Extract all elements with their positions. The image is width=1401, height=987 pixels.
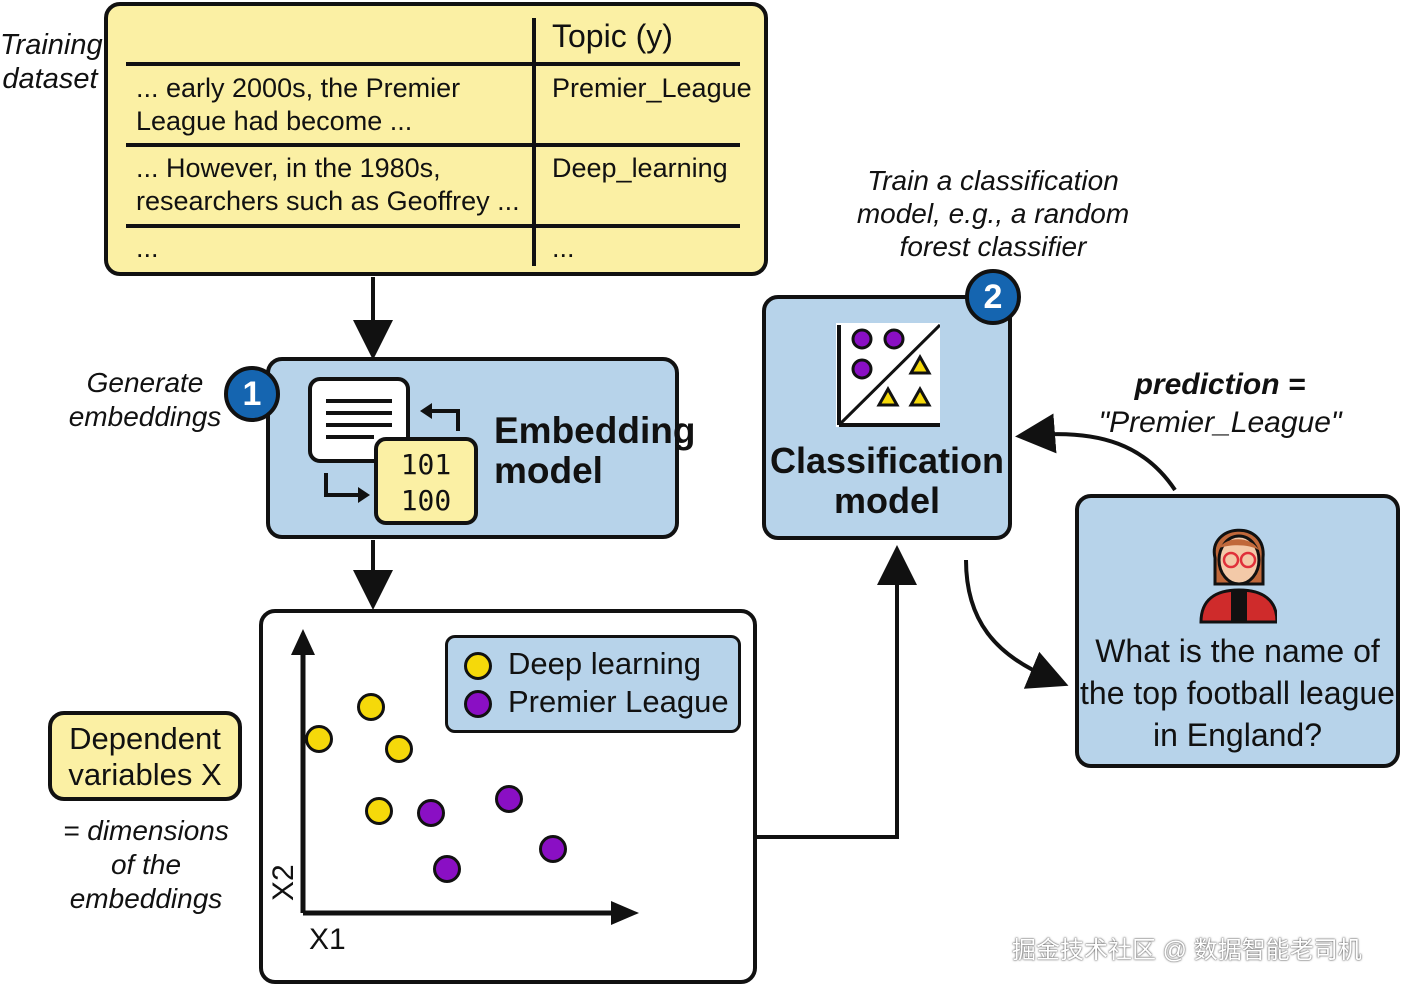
- legend-swatch-deep-learning: [464, 652, 492, 680]
- caption2-line1: Train a classification: [867, 165, 1119, 196]
- table-row-3-topic: ...: [552, 233, 575, 263]
- embedding-scatter-panel: X2 X1 Deep learning Premier League: [259, 609, 757, 984]
- table-row-1-topic: Premier_League: [552, 73, 752, 103]
- binary-vector-icon: 101 100: [374, 437, 478, 525]
- point-premier-league: [433, 855, 461, 883]
- training-label-line1: Training: [0, 29, 103, 61]
- note-line2: of the: [110, 849, 182, 880]
- classification-model-title: Classification model: [766, 441, 1008, 521]
- x-axis-label: X1: [309, 923, 346, 956]
- caption2-line3: forest classifier: [899, 231, 1087, 262]
- prediction-line1: prediction =: [1134, 368, 1306, 401]
- point-premier-league: [495, 785, 523, 813]
- legend-swatch-premier-league: [464, 690, 492, 718]
- table-row-rule-2: [126, 224, 740, 228]
- query-line1: What is the name of: [1095, 633, 1380, 669]
- arrow-scatter-to-classifier: [757, 545, 917, 839]
- note-line3: embeddings: [69, 883, 223, 914]
- embedding-title-line2: model: [494, 450, 603, 491]
- classification-title-line2: model: [833, 480, 940, 521]
- arrow-query-to-classifier: [1015, 413, 1177, 492]
- table-header-topic: Topic (y): [552, 18, 673, 54]
- query-line2: the top football league: [1080, 675, 1395, 711]
- scatter-axes: [291, 629, 639, 925]
- dependent-line2: variables X: [68, 757, 222, 792]
- point-premier-league: [539, 835, 567, 863]
- conversion-arrows-icon: [324, 403, 460, 503]
- classification-title-line1: Classification: [769, 440, 1005, 481]
- table-row-3-text: ...: [136, 233, 159, 263]
- row2-text-line1: ... However, in the 1980s,: [136, 153, 441, 183]
- table-row-2-topic: Deep_learning: [552, 153, 728, 183]
- embedding-model-title: Embedding model: [494, 411, 695, 491]
- query-text: What is the name of the top football lea…: [1079, 630, 1396, 756]
- binary-line1: 101: [400, 448, 452, 481]
- row2-text-line2: researchers such as Geoffrey ...: [136, 186, 520, 216]
- table-row-1-text: ... early 2000s, the Premier League had …: [136, 72, 460, 138]
- point-premier-league: [417, 799, 445, 827]
- legend-label-deep-learning: Deep learning: [508, 646, 702, 681]
- dimensions-note: = dimensions of the embeddings: [56, 814, 236, 916]
- caption1-line1: Generate: [86, 367, 204, 398]
- person-icon: [1199, 528, 1277, 624]
- dependent-line1: Dependent: [69, 721, 221, 756]
- prediction-label: prediction = "Premier_League": [1090, 366, 1350, 442]
- classification-model-box: Classification model: [762, 295, 1012, 540]
- y-axis-label: X2: [267, 864, 300, 901]
- point-deep-learning: [365, 797, 393, 825]
- caption1-line2: embeddings: [68, 401, 222, 432]
- embedding-title-line1: Embedding: [494, 410, 696, 451]
- step-2-badge: 2: [965, 269, 1021, 325]
- table-row-2-text: ... However, in the 1980s, researchers s…: [136, 152, 520, 218]
- training-dataset-table: Topic (y) ... early 2000s, the Premier L…: [104, 2, 768, 276]
- row1-text-line1: ... early 2000s, the Premier: [136, 73, 461, 103]
- point-deep-learning: [305, 725, 333, 753]
- legend-label-premier-league: Premier League: [508, 684, 729, 719]
- classifier-chart-icon: [836, 323, 942, 427]
- table-header-rule: [126, 62, 740, 66]
- generate-embeddings-caption: Generate embeddings: [60, 366, 230, 434]
- binary-line2: 100: [400, 484, 452, 517]
- row1-text-line2: League had become ...: [136, 106, 413, 136]
- point-deep-learning: [357, 693, 385, 721]
- dependent-variables-box: Dependent variables X: [48, 711, 242, 801]
- prediction-line2: "Premier_League": [1098, 406, 1342, 439]
- point-deep-learning: [385, 735, 413, 763]
- watermark: 掘金技术社区 @ 数据智能老司机: [1012, 937, 1362, 964]
- embedding-model-box: 101 100 Embedding model: [266, 357, 695, 539]
- note-line1: = dimensions: [63, 815, 229, 846]
- caption2-line2: model, e.g., a random: [856, 198, 1130, 229]
- scatter-legend: Deep learning Premier League: [445, 635, 741, 733]
- training-label-line2: dataset: [2, 63, 98, 95]
- table-row-rule-1: [126, 143, 740, 147]
- training-dataset-label: Training dataset: [0, 28, 103, 96]
- table-column-divider: [532, 18, 536, 266]
- query-line3: in England?: [1152, 717, 1323, 753]
- train-classifier-caption: Train a classification model, e.g., a ra…: [848, 164, 1138, 263]
- arrow-classifier-to-query: [964, 559, 1069, 689]
- step-1-badge: 1: [224, 366, 280, 422]
- query-box: What is the name of the top football lea…: [1075, 494, 1400, 768]
